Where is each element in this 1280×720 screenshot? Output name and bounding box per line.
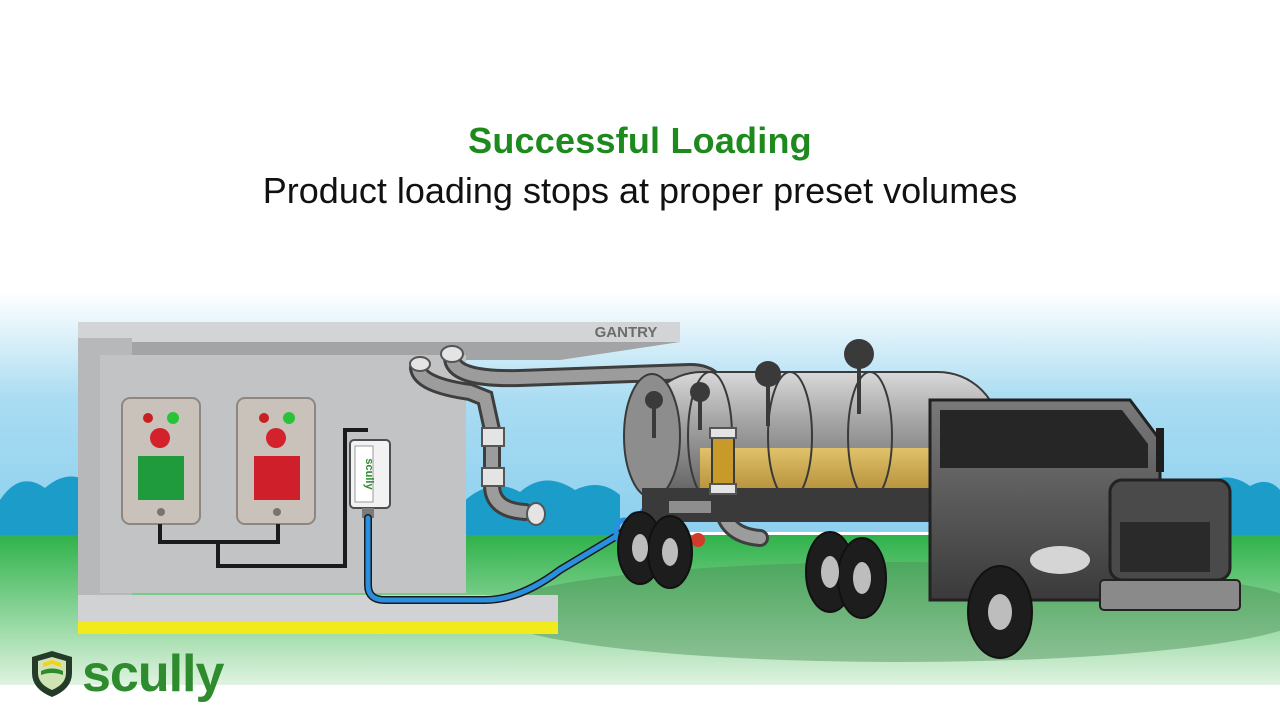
scully-monitor-device: scully <box>349 439 391 518</box>
logo-wordmark: scully <box>82 645 224 703</box>
control-panel-green <box>121 397 201 525</box>
device-brand: scully <box>363 458 375 490</box>
control-panel-red <box>236 397 316 525</box>
page-title: Successful Loading <box>468 120 812 161</box>
safety-strip <box>78 622 558 634</box>
page-subtitle: Product loading stops at proper preset v… <box>262 170 1018 211</box>
shield-icon <box>32 651 72 697</box>
gantry-label: GANTRY <box>595 324 658 341</box>
scully-logo: scully <box>28 645 224 703</box>
loading-arm-left <box>409 356 546 526</box>
truck-cab <box>928 398 1241 611</box>
control-wiring <box>158 428 368 568</box>
